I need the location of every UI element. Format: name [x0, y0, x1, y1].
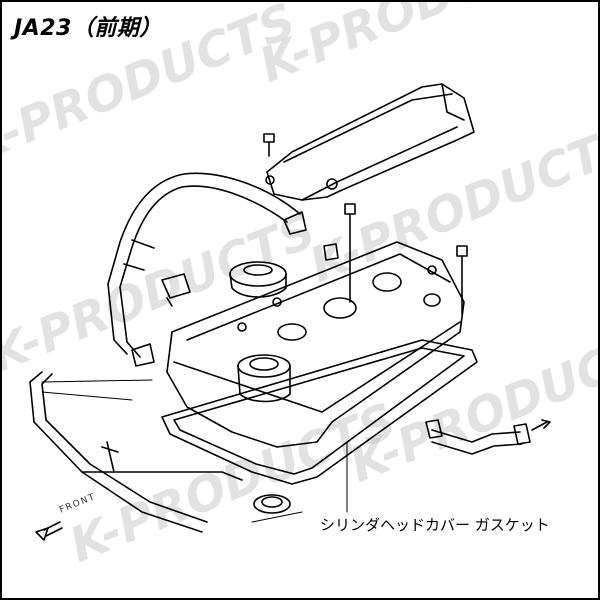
pcv-valve [161, 273, 191, 307]
cylinder-head-cover [166, 241, 465, 448]
plug-seal [253, 494, 291, 514]
head-cover-gasket [161, 339, 478, 485]
front-arrow-icon [35, 521, 63, 541]
intake-cover [265, 83, 475, 201]
bolts [323, 203, 468, 315]
lower-pipes [29, 371, 243, 533]
vent-hose [425, 419, 551, 455]
leader-lines [41, 379, 348, 523]
oil-filler-cap [229, 261, 287, 298]
page-title: JA23（前期） [14, 16, 162, 41]
part-label: シリンダヘッドカバー ガスケット [320, 516, 550, 534]
bolt-top [263, 133, 275, 157]
breather-hose [107, 172, 307, 367]
